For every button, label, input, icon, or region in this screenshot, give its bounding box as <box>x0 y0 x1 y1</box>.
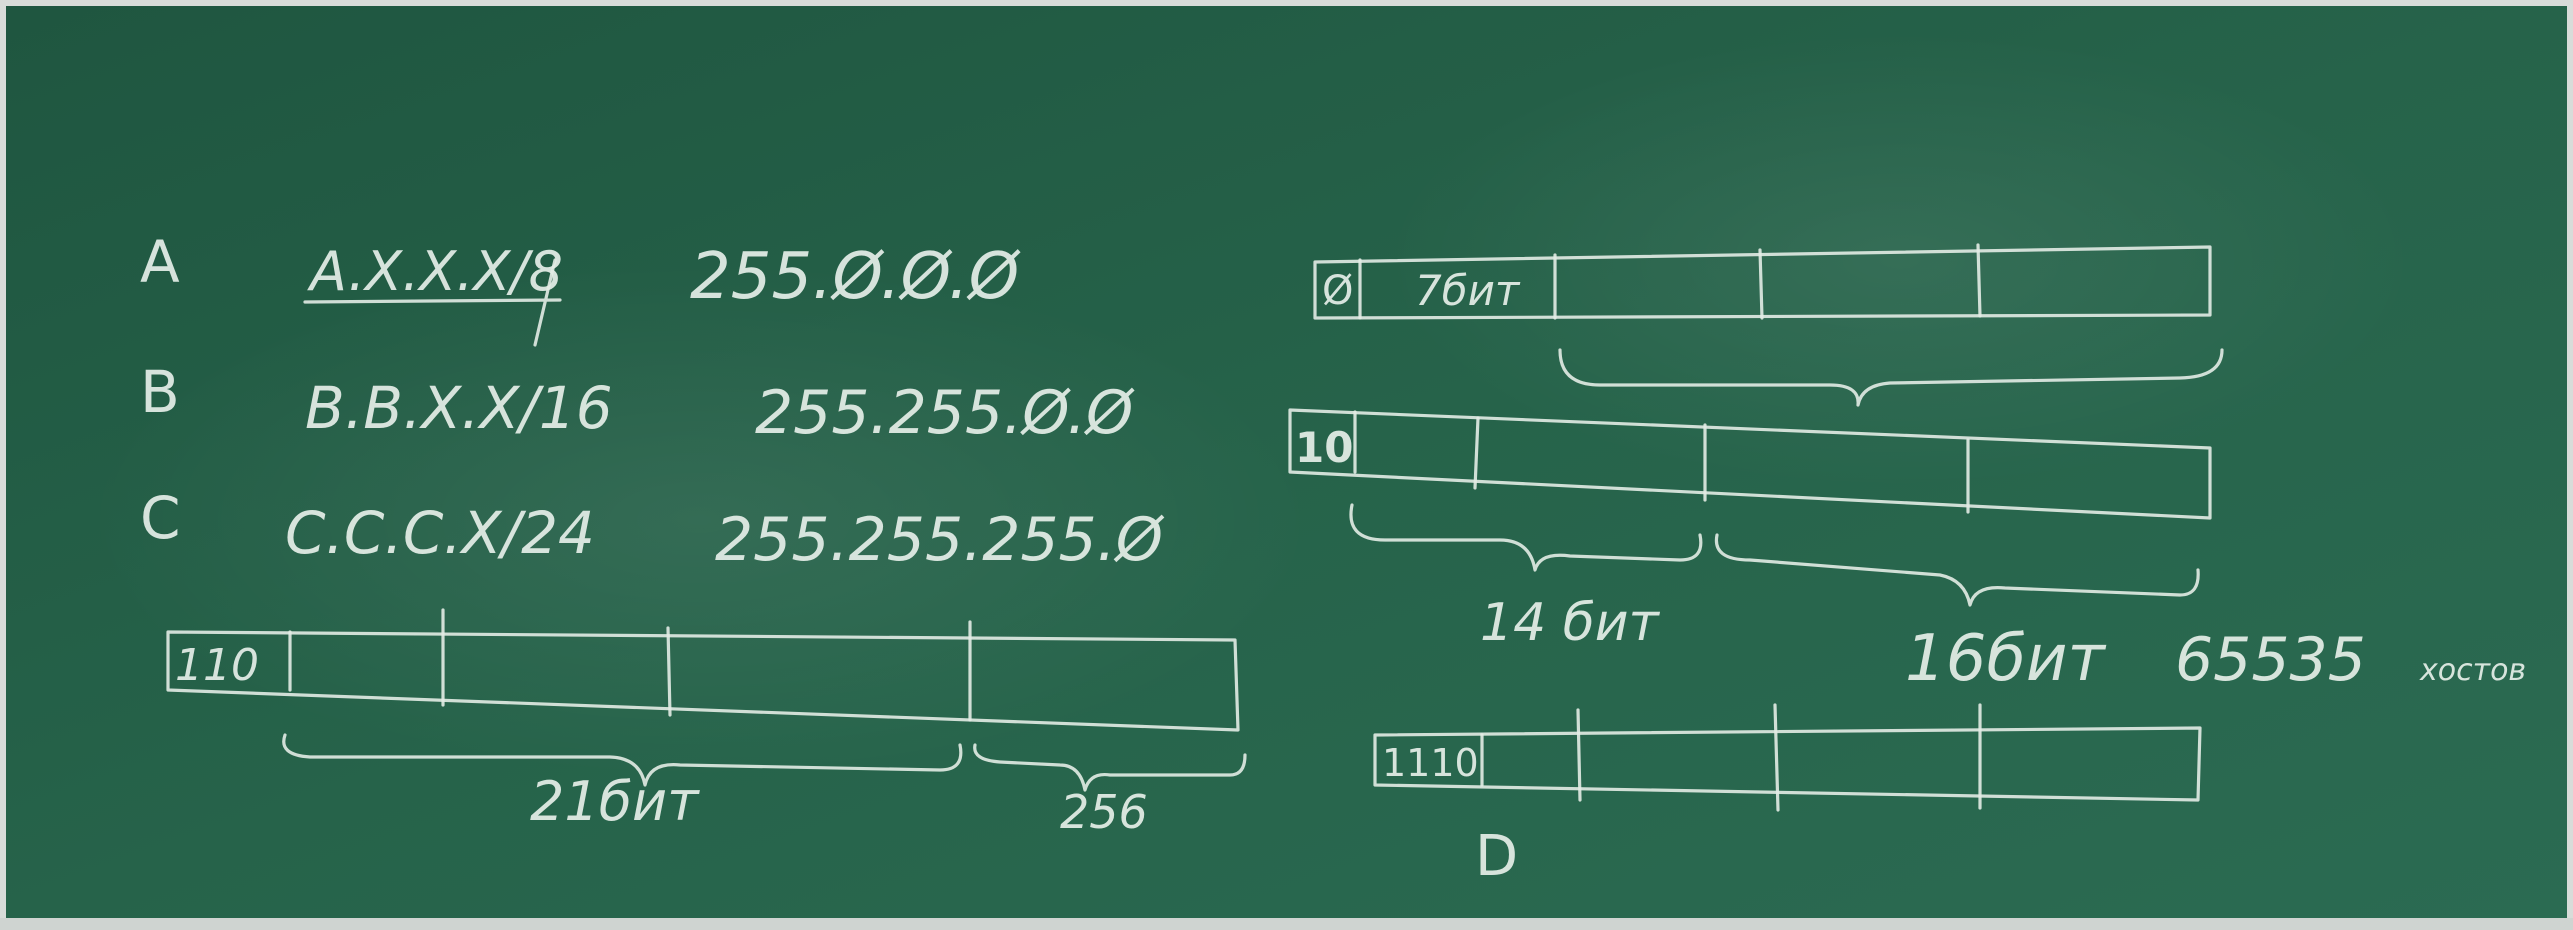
hosts-word: хостов <box>2419 653 2526 688</box>
address-dividers-d <box>1480 703 1982 812</box>
diagram-class-d: 1110 D <box>1373 703 2202 889</box>
hosts-count: 65535 <box>2175 625 2366 695</box>
address-dividers-b <box>1353 410 1970 514</box>
host-brace-b <box>1714 533 2200 607</box>
address-box-c <box>166 630 1240 732</box>
chalk-smudge <box>80 260 1320 780</box>
class-letter-b: B <box>140 358 180 426</box>
prefix-b: 10 <box>1295 423 1353 472</box>
bits-label-b1: 14 бит <box>1480 593 1661 653</box>
prefix-d: 1110 <box>1382 741 1479 785</box>
address-dividers-c <box>288 608 972 722</box>
address-box-b <box>1288 408 2212 520</box>
class-notation-c: C.C.C.X/24 <box>285 499 595 567</box>
class-notation-b: B.B.X.X/16 <box>305 374 613 442</box>
bits-label-b2: 16бит <box>1905 622 2107 696</box>
class-mask-a: 255.Ø.Ø.Ø <box>690 240 1021 314</box>
host-brace-c <box>973 743 1247 792</box>
diagram-class-b: 10 14 бит 16бит 65535 хостов <box>1288 408 2526 696</box>
class-letter-d: D <box>1475 824 1518 889</box>
class-mask-b: 255.255.Ø.Ø <box>755 378 1135 448</box>
bits-label-c1: 21бит <box>530 770 700 833</box>
net-brace-c <box>282 733 963 787</box>
class-table: A A.X.X.X/8 255.Ø.Ø.Ø B B.B.X.X/16 255.2… <box>140 228 1165 575</box>
notation-underline-a <box>303 258 562 347</box>
class-letter-c: C <box>140 484 181 552</box>
chalk-tray <box>0 918 2573 930</box>
bits-label-c2: 256 <box>1060 785 1148 839</box>
bits-label-a: 7бит <box>1415 266 1521 315</box>
class-mask-c: 255.255.255.Ø <box>715 505 1165 575</box>
diagram-class-c: 110 21бит 256 <box>166 608 1247 839</box>
prefix-c: 110 <box>175 640 259 691</box>
net-brace-b <box>1349 503 1703 572</box>
address-box-d <box>1373 726 2202 802</box>
class-notation-a: A.X.X.X/8 <box>307 240 563 303</box>
address-dividers-a <box>1358 243 1982 320</box>
prefix-a: Ø <box>1322 268 1353 314</box>
host-brace-a <box>1558 348 2224 407</box>
chalk-smudge <box>1380 30 2420 490</box>
class-letter-a: A <box>140 228 180 296</box>
diagram-class-a: Ø 7бит <box>1313 243 2224 407</box>
address-box-a <box>1313 245 2212 320</box>
